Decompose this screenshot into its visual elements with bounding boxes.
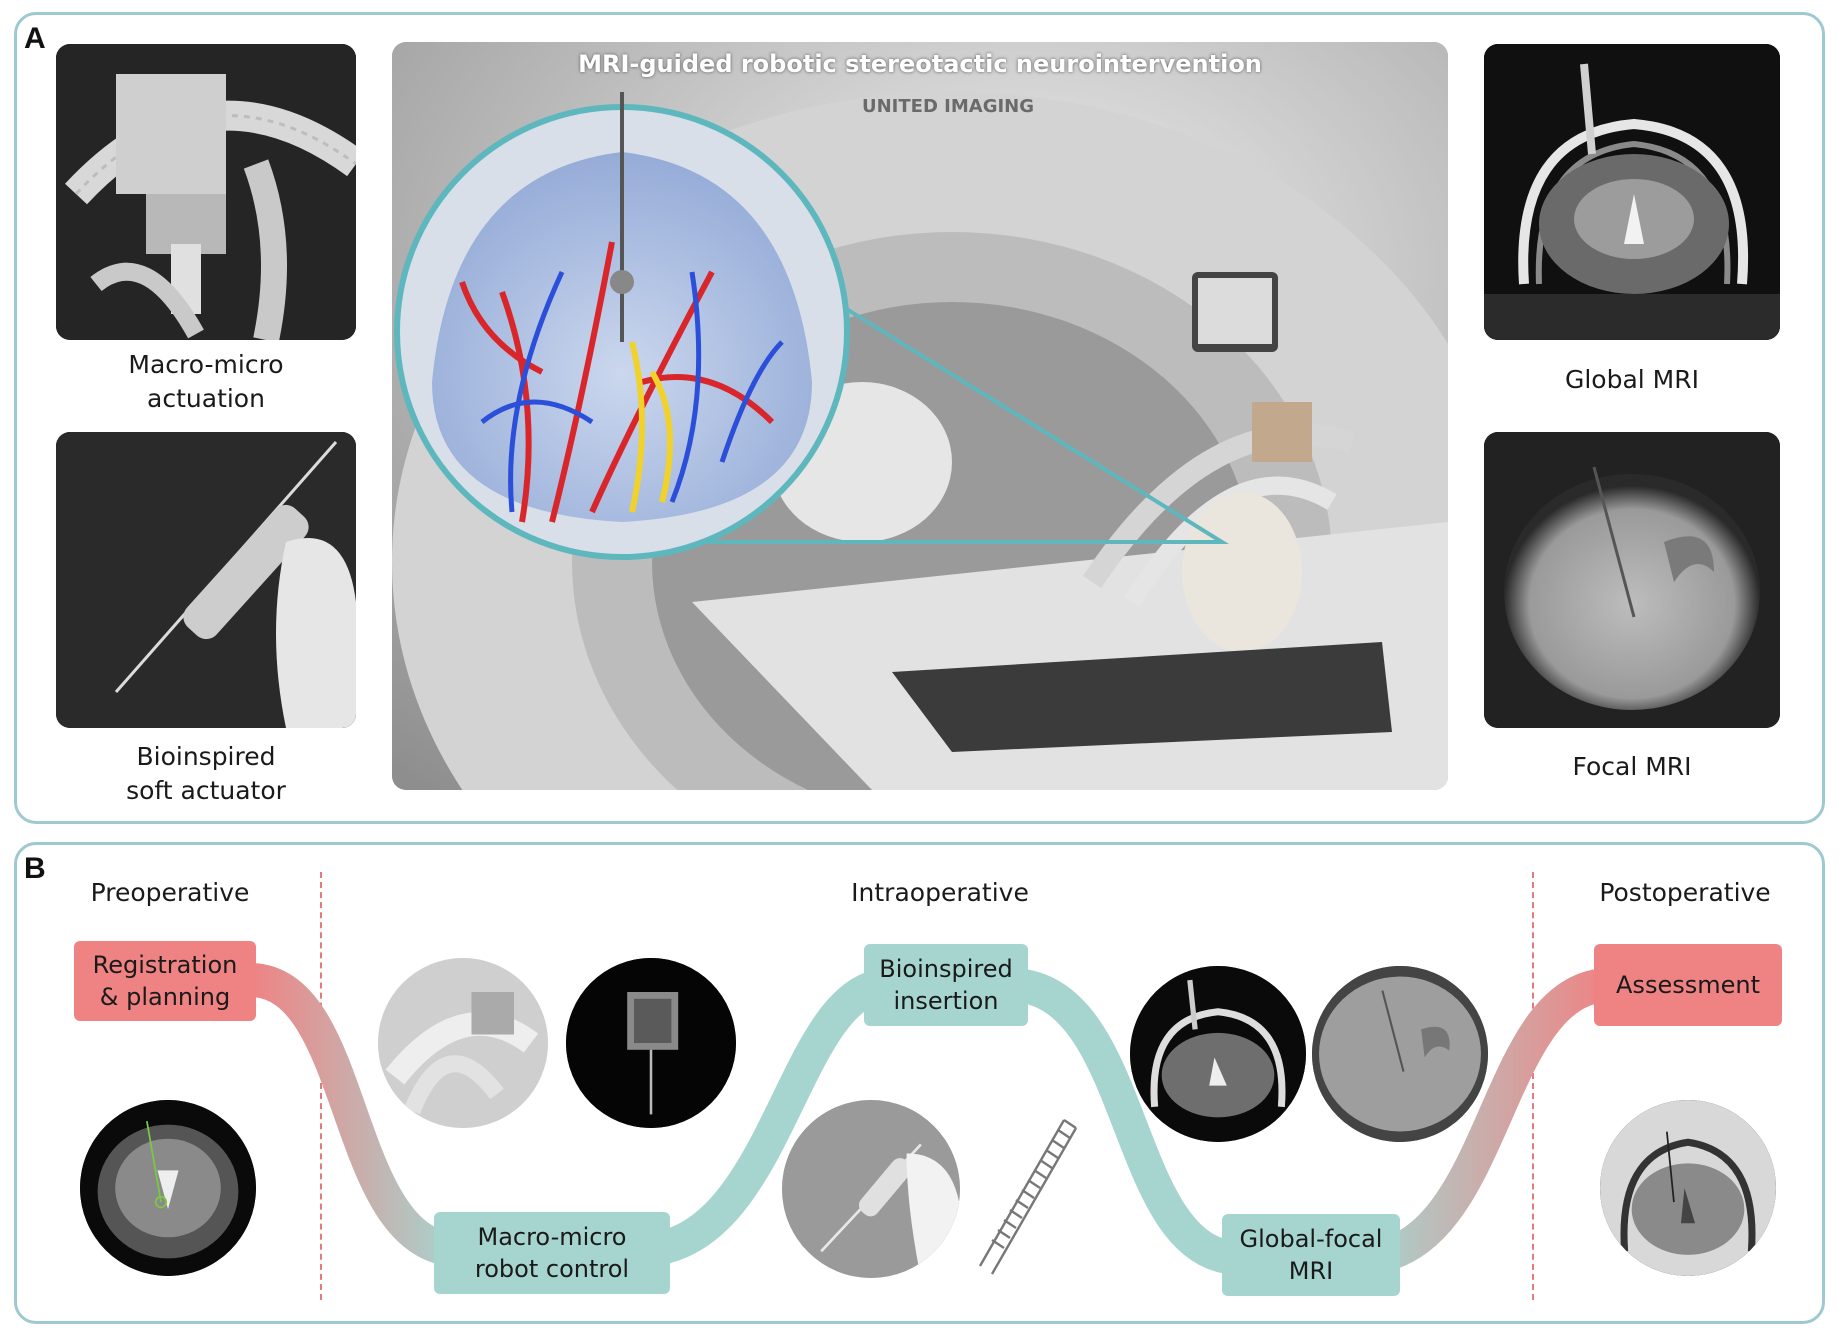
postoperative-mri-thumbnail [1600,1100,1776,1276]
panel-b-label: B [24,852,46,885]
step-label: Macro-micro [477,1223,627,1251]
robot-hardware-thumbnail [378,958,548,1128]
step-macro-micro-robot-control: Macro-micro robot control [434,1212,670,1294]
phase-intraoperative: Intraoperative [851,878,1029,907]
step-label: Assessment [1616,971,1760,999]
planning-mri-thumbnail [80,1100,256,1276]
caption-macro-micro-actuation: Macro-micro actuation [56,348,356,416]
step-global-focal-mri: Global-focal MRI [1222,1214,1400,1296]
global-mri-thumbnail [1130,966,1306,1142]
caption-line: actuation [147,384,265,413]
step-label: Bioinspired [879,955,1013,983]
focal-mri-image [1484,432,1780,728]
panel-b [14,842,1825,1324]
caption-line: Macro-micro [128,350,284,379]
phase-preoperative: Preoperative [90,878,250,907]
caption-focal-mri: Focal MRI [1572,752,1692,781]
caption-global-mri: Global MRI [1564,365,1699,394]
step-registration-planning: Registration & planning [74,941,256,1021]
caption-line: soft actuator [126,776,286,805]
mri-scanner-photo: UNITED IMAGING [392,42,1448,790]
step-label: Registration [92,951,238,979]
step-label: & planning [99,983,231,1011]
step-label: Global-focal [1239,1225,1383,1253]
soft-actuator-photo [56,432,356,728]
caption-soft-actuator: Bioinspired soft actuator [56,740,356,808]
micro-actuator-thumbnail [566,958,736,1128]
phase-postoperative: Postoperative [1599,878,1771,907]
soft-actuator-thumbnail [782,1100,960,1278]
step-label: MRI [1288,1257,1334,1285]
phase-divider-left [320,872,322,1300]
stent-illustration [964,1110,1084,1280]
caption-line: Bioinspired [136,742,276,771]
macro-micro-actuation-photo [56,44,356,340]
center-title: MRI-guided robotic stereotactic neuroint… [578,50,1262,78]
global-mri-image [1484,44,1780,340]
step-assessment: Assessment [1594,944,1782,1026]
panel-a-label: A [24,22,46,55]
focal-mri-thumbnail [1312,966,1488,1142]
step-label: robot control [474,1255,630,1283]
scanner-brand-text: UNITED IMAGING [862,96,1034,117]
step-bioinspired-insertion: Bioinspired insertion [864,944,1028,1026]
step-label: insertion [893,987,999,1015]
panel-a [14,12,1825,824]
phase-divider-right [1532,872,1534,1300]
